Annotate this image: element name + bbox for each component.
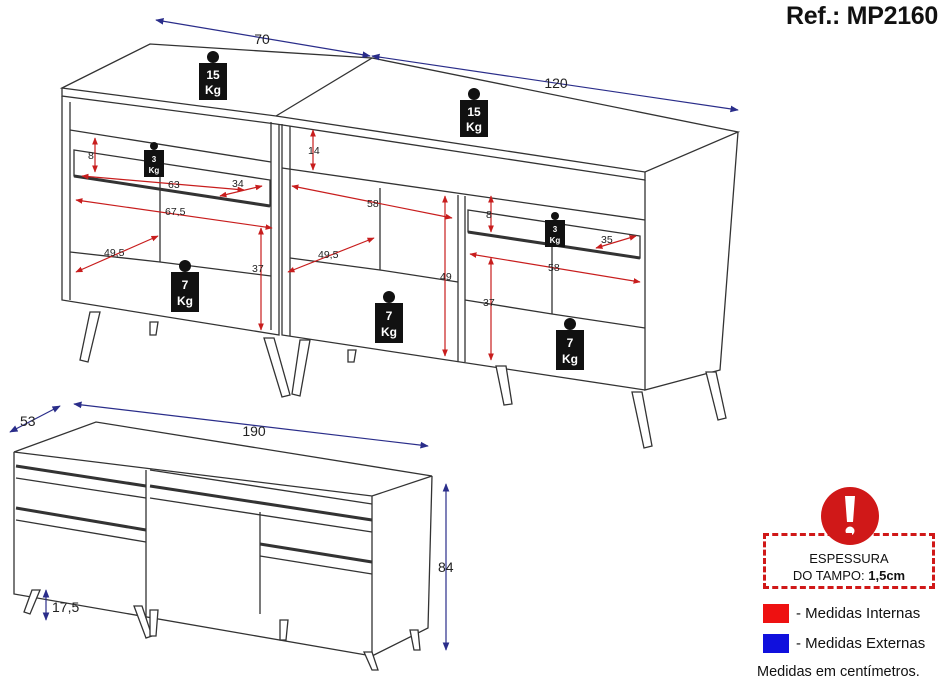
thickness-value: 1,5cm <box>868 568 906 583</box>
dim-niche-width-left: 67,5 <box>165 206 186 218</box>
dim-drawer-depth-right: 35 <box>601 234 613 246</box>
internal-dimension-lines <box>75 129 641 361</box>
dim-front-depth: 53 <box>20 413 36 429</box>
legend-swatch-external <box>763 633 789 653</box>
dim-height-left: 37 <box>252 263 264 275</box>
svg-text:Kg: Kg <box>550 236 561 245</box>
legend-swatch-internal <box>763 603 789 623</box>
svg-text:Kg: Kg <box>381 325 397 339</box>
dim-drawer-width-left: 63 <box>168 179 180 191</box>
dim-niche-width-mid: 58 <box>367 198 379 210</box>
dim-depth-left: 49,5 <box>104 247 125 259</box>
dim-drawer-height-right: 8 <box>486 209 492 221</box>
weight-tag-floor-mid: 7 Kg <box>375 291 403 343</box>
top-cabinet-legs <box>79 311 727 449</box>
thickness-label-line2: DO TAMPO: 1,5cm <box>766 567 932 584</box>
dim-drawer-depth-left: 34 <box>232 178 244 190</box>
units-note: Medidas em centímetros. <box>757 664 920 680</box>
dim-depth-mid: 49,5 <box>318 249 339 261</box>
dim-front-width: 190 <box>242 423 266 439</box>
svg-text:Kg: Kg <box>205 83 221 97</box>
front-cabinet-legs <box>23 589 421 671</box>
legend-label-external: - Medidas Externas <box>796 634 926 652</box>
front-cabinet-outline <box>13 421 433 657</box>
legend-label-internal: - Medidas Internas <box>796 604 921 622</box>
weight-tag-floor-right: 7 Kg <box>556 318 584 370</box>
svg-text:3: 3 <box>152 155 157 164</box>
svg-text:7: 7 <box>567 336 574 350</box>
weight-tag-drawer-left: 3 Kg <box>144 142 164 177</box>
dim-height-mid: 49 <box>440 271 452 283</box>
dim-right-module-width: 120 <box>544 75 568 91</box>
dim-top-gap: 14 <box>308 145 320 157</box>
svg-text:7: 7 <box>386 309 393 323</box>
dim-niche-width-right: 58 <box>548 262 560 274</box>
svg-text:Kg: Kg <box>466 120 482 134</box>
dim-front-leg: 17,5 <box>52 599 79 615</box>
dim-front-height: 84 <box>438 559 454 575</box>
front-external-dimension-lines <box>9 401 450 651</box>
svg-text:3: 3 <box>553 225 558 234</box>
weight-tag-top-left: 15 Kg <box>199 51 227 100</box>
dim-left-module-width: 70 <box>254 31 270 47</box>
weight-tag-floor-left: 7 Kg <box>171 260 199 312</box>
external-dimension-lines <box>155 17 739 113</box>
svg-text:15: 15 <box>467 105 481 119</box>
svg-text:Kg: Kg <box>562 352 578 366</box>
svg-text:15: 15 <box>206 68 220 82</box>
legend-internal: - Medidas Internas <box>763 603 920 623</box>
legend-external: - Medidas Externas <box>763 633 925 653</box>
weight-tag-drawer-right: 3 Kg <box>545 212 565 247</box>
thickness-label: DO TAMPO: <box>792 568 865 583</box>
top-thickness-note: ESPESSURA DO TAMPO: 1,5cm <box>763 533 935 589</box>
thickness-label-line1: ESPESSURA <box>809 551 889 566</box>
dim-drawer-height-left: 8 <box>88 150 94 162</box>
reference-code: Ref.: MP2160 <box>785 2 938 30</box>
dim-height-right: 37 <box>483 297 495 309</box>
svg-text:Kg: Kg <box>149 166 160 175</box>
svg-text:7: 7 <box>182 278 189 292</box>
svg-text:Kg: Kg <box>177 294 193 308</box>
weight-tag-top-right: 15 Kg <box>460 88 488 137</box>
